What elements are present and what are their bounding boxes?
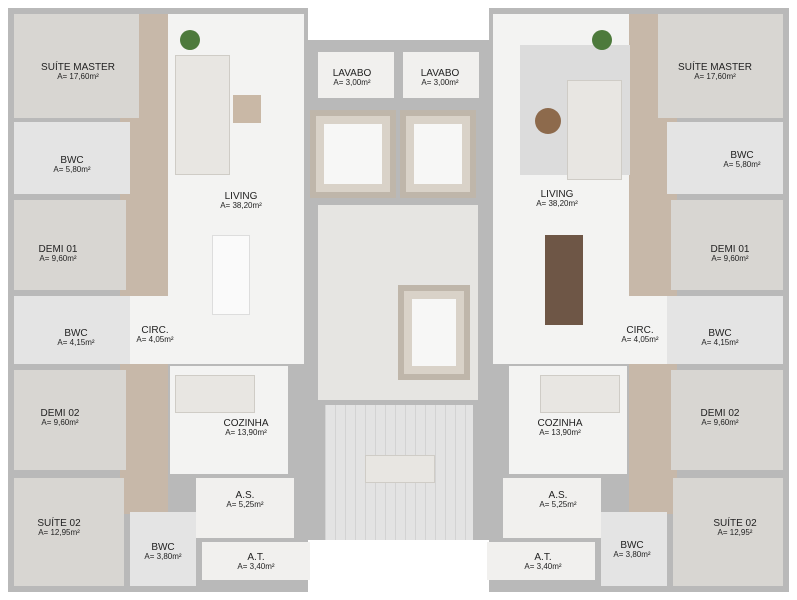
left-plant-icon	[180, 30, 200, 50]
right-coffee-table	[535, 108, 561, 134]
right-at-room	[487, 542, 595, 580]
left-demi01-room	[14, 200, 126, 290]
left-circ-area	[130, 296, 170, 364]
left-coffee-table	[233, 95, 261, 123]
right-lavabo-room	[403, 52, 479, 98]
left-kitchen-island	[175, 375, 255, 413]
elevator-shaft	[310, 110, 396, 198]
left-at-room	[202, 542, 310, 580]
right-bwc-suite02-room	[601, 512, 667, 586]
right-demi01-room	[671, 200, 783, 290]
left-bwc-demi-room	[14, 296, 130, 364]
left-sofa	[175, 55, 230, 175]
right-bwc-demi-room	[667, 296, 783, 364]
left-service-area	[196, 478, 294, 538]
label-left-as: A.S.A= 5,25m²	[226, 490, 264, 509]
right-dining-table	[545, 235, 583, 325]
right-sofa	[567, 80, 622, 180]
right-bwc-master-room	[667, 122, 783, 194]
elevator-shaft	[398, 285, 470, 380]
right-service-area	[503, 478, 601, 538]
right-demi02-room	[671, 370, 783, 470]
left-suite02-room	[14, 478, 124, 586]
stair-landing	[365, 455, 435, 483]
label-left-circ: CIRC.A= 4,05m²	[136, 325, 174, 344]
label-left-at: A.T.A= 3,40m²	[237, 552, 275, 571]
left-demi02-room	[14, 370, 126, 470]
label-right-at: A.T.A= 3,40m²	[524, 552, 562, 571]
right-suite-master-room	[658, 14, 783, 118]
label-right-as: A.S.A= 5,25m²	[539, 490, 577, 509]
left-bwc-suite02-room	[130, 512, 196, 586]
left-bwc-master-room	[14, 122, 130, 194]
right-kitchen-island	[540, 375, 620, 413]
left-lavabo-room	[318, 52, 394, 98]
label-right-circ: CIRC.A= 4,05m²	[621, 325, 659, 344]
right-plant-icon	[592, 30, 612, 50]
right-circ-area	[627, 296, 667, 364]
elevator-shaft	[400, 110, 476, 198]
right-suite02-room	[673, 478, 783, 586]
left-suite-master-room	[14, 14, 139, 118]
left-dining-table	[212, 235, 250, 315]
